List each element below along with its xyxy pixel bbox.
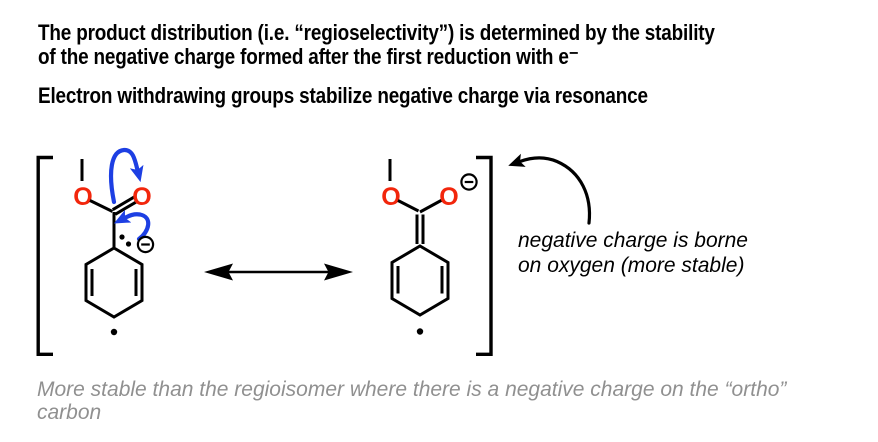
footnote-line-1: More stable than the regioisomer where t… xyxy=(37,378,787,401)
lone-pair-dot-1 xyxy=(119,234,125,240)
curved-arrow-pi-to-oxygen-icon xyxy=(108,147,144,205)
minus-charge-icon xyxy=(136,235,155,254)
left-bracket xyxy=(36,155,53,356)
c-oxyanion-bond xyxy=(419,198,443,214)
resonance-arrow-icon xyxy=(204,263,353,281)
minus-charge-icon xyxy=(460,173,478,191)
right-bracket xyxy=(476,155,493,356)
heading-paragraph-1: The product distribution (i.e. “regiosel… xyxy=(38,21,715,69)
anion-oxygen-label: O xyxy=(439,183,458,211)
radical-dot xyxy=(416,328,424,335)
annotation-line-1: negative charge is borne xyxy=(518,229,748,252)
right-ring xyxy=(390,244,450,317)
ester-oxygen-label: O xyxy=(73,183,92,211)
annotation-text: negative charge is borne on oxygen (more… xyxy=(518,229,748,278)
footnote-line-2: carbon xyxy=(37,400,102,424)
radical-dot xyxy=(110,328,118,336)
resonance-arrowhead-left xyxy=(204,263,233,281)
annotation-line-2: on oxygen (more stable) xyxy=(518,253,745,277)
heading-paragraph-2: Electron withdrawing groups stabilize ne… xyxy=(38,84,648,108)
resonance-arrowhead-right xyxy=(324,263,353,281)
right-structure: O O xyxy=(381,159,478,335)
left-ring xyxy=(84,246,144,319)
heading-line-2: of the negative charge formed after the … xyxy=(38,44,579,69)
lone-pair-dot-2 xyxy=(125,241,132,247)
footnote-text: More stable than the regioisomer where t… xyxy=(37,378,787,424)
ester-o-c-bond xyxy=(397,199,420,213)
heading-line-3: Electron withdrawing groups stabilize ne… xyxy=(38,83,648,108)
curved-arrow-lonepair-to-bond-icon xyxy=(113,209,151,242)
carbonyl-double-bond-b xyxy=(111,195,136,211)
left-structure: O O xyxy=(73,147,155,336)
carbonyl-oxygen-label: O xyxy=(132,183,151,211)
heading-line-1: The product distribution (i.e. “regiosel… xyxy=(38,20,715,45)
annotation-pointer-arrow-icon xyxy=(508,153,592,225)
ester-oxygen-label: O xyxy=(381,183,400,211)
ester-o-c-bond xyxy=(89,199,114,213)
